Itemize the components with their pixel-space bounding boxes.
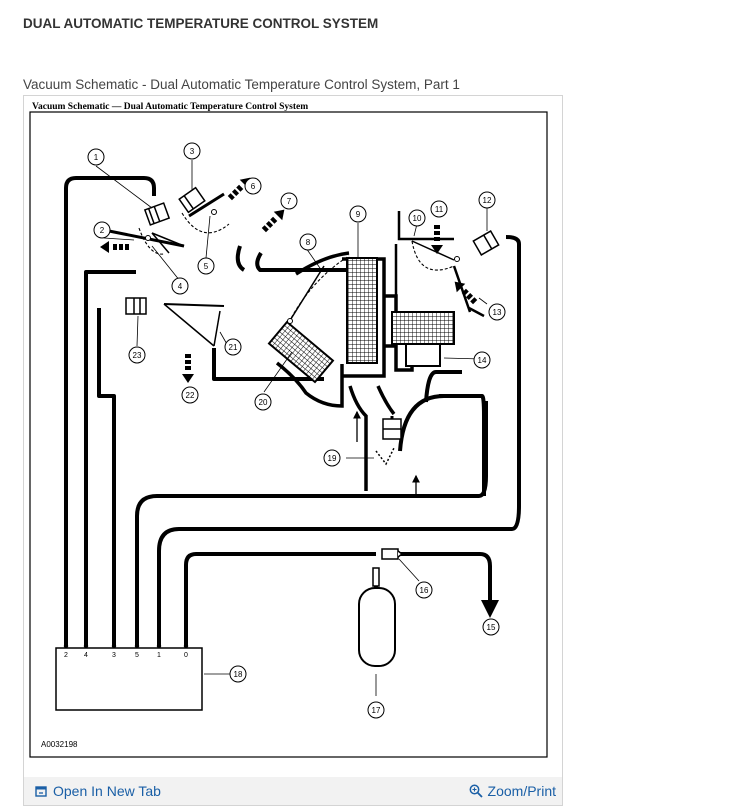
callout-12: 12: [478, 191, 496, 209]
svg-text:0: 0: [184, 652, 188, 659]
callout-22: 22: [181, 386, 199, 404]
svg-text:6: 6: [251, 182, 256, 191]
callout-14: 14: [473, 351, 491, 369]
svg-text:18: 18: [234, 670, 243, 679]
vacuum-reservoir: [358, 587, 396, 667]
inner-title: Vacuum Schematic — Dual Automatic Temper…: [32, 102, 308, 112]
svg-text:9: 9: [356, 210, 361, 219]
callout-7: 7: [280, 192, 298, 210]
pivot: [287, 318, 293, 324]
callout-8: 8: [299, 233, 317, 251]
leader-lines: [95, 160, 488, 696]
evaporator-core: [346, 257, 378, 364]
svg-text:5: 5: [135, 652, 139, 659]
svg-text:2: 2: [64, 652, 68, 659]
open-in-new-tab-link[interactable]: Open In New Tab: [35, 783, 161, 799]
figure-toolbar: Open In New Tab Zoom/Print: [24, 777, 562, 805]
blower-motor: [405, 343, 441, 367]
vacuum-schematic-diagram: Vacuum Schematic — Dual Automatic Temper…: [29, 102, 548, 758]
svg-text:12: 12: [483, 196, 492, 205]
callout-5: 5: [197, 257, 215, 275]
reference-code: A0032198: [41, 740, 78, 749]
svg-text:3: 3: [112, 652, 116, 659]
callouts: 1 2 3 4 5 6 7 8 9 10 11 12 13 14 15 16 1…: [87, 142, 506, 719]
callout-6: 6: [244, 177, 262, 195]
svg-text:4: 4: [84, 652, 88, 659]
svg-text:23: 23: [133, 351, 142, 360]
svg-text:1: 1: [157, 652, 161, 659]
svg-text:4: 4: [178, 282, 183, 291]
control-switch-18: [55, 647, 203, 711]
svg-text:21: 21: [229, 343, 238, 352]
svg-text:2: 2: [100, 226, 105, 235]
svg-text:10: 10: [413, 214, 422, 223]
callout-23: 23: [128, 346, 146, 364]
callout-11: 11: [430, 200, 448, 218]
airflow-arrows: [100, 177, 478, 383]
callout-4: 4: [171, 277, 189, 295]
svg-text:11: 11: [435, 205, 444, 214]
zoom-print-link[interactable]: Zoom/Print: [469, 783, 556, 799]
zoom-print-label: Zoom/Print: [487, 783, 556, 799]
pivot: [211, 209, 217, 215]
callout-9: 9: [349, 205, 367, 223]
svg-text:17: 17: [372, 706, 381, 715]
svg-text:5: 5: [204, 262, 209, 271]
svg-text:7: 7: [287, 197, 292, 206]
heater-core-20: [267, 320, 335, 384]
svg-text:16: 16: [420, 586, 429, 595]
pivot: [145, 235, 151, 241]
callout-18: 18: [229, 665, 247, 683]
callout-10: 10: [408, 209, 426, 227]
callout-3: 3: [183, 142, 201, 160]
figure-frame: Vacuum Schematic — Dual Automatic Temper…: [23, 95, 563, 806]
svg-text:22: 22: [186, 391, 195, 400]
svg-text:14: 14: [478, 356, 487, 365]
svg-text:20: 20: [259, 398, 268, 407]
vacuum-lines: [64, 176, 521, 648]
page-title: DUAL AUTOMATIC TEMPERATURE CONTROL SYSTE…: [23, 16, 379, 31]
svg-text:1: 1: [94, 153, 99, 162]
open-in-new-tab-icon: [35, 785, 47, 797]
callout-19: 19: [323, 449, 341, 467]
drawing-border: [29, 111, 548, 758]
svg-text:19: 19: [328, 454, 337, 463]
door-arcs: [138, 212, 455, 323]
pivot: [454, 256, 460, 262]
blower-wheel: [391, 311, 455, 345]
callout-21: 21: [224, 338, 242, 356]
callout-17: 17: [367, 701, 385, 719]
door-21-blade: [163, 303, 225, 307]
check-valve-19: [375, 447, 395, 466]
callout-15: 15: [482, 618, 500, 636]
callout-1: 1: [87, 148, 105, 166]
svg-text:15: 15: [487, 623, 496, 632]
callout-13: 13: [488, 303, 506, 321]
door-5-blade: [188, 192, 225, 218]
callout-2: 2: [93, 221, 111, 239]
open-in-new-tab-label: Open In New Tab: [53, 783, 161, 799]
figure-caption: Vacuum Schematic - Dual Automatic Temper…: [23, 77, 460, 92]
doors: [151, 232, 455, 347]
zoom-icon: [469, 784, 483, 798]
port-dots: [63, 643, 189, 649]
svg-text:13: 13: [493, 308, 502, 317]
port-labels: 2 4 3 5 1 0: [64, 652, 188, 659]
callout-16: 16: [415, 581, 433, 599]
callout-20: 20: [254, 393, 272, 411]
vacuum-motors: [125, 186, 500, 560]
svg-text:8: 8: [306, 238, 311, 247]
svg-text:3: 3: [190, 147, 195, 156]
